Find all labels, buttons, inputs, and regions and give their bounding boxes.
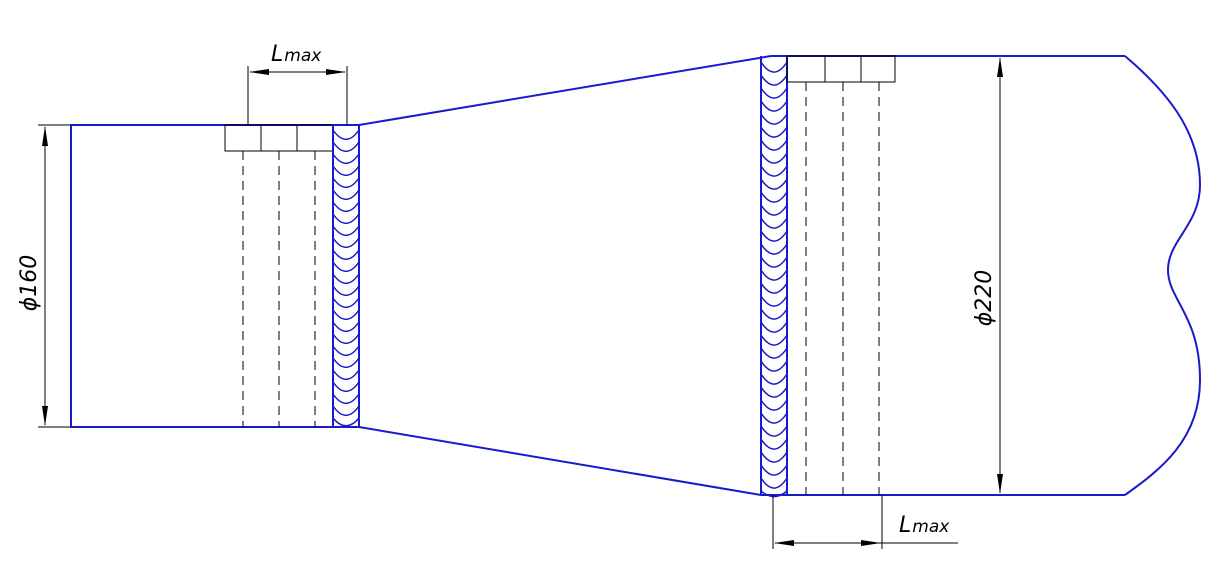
small-weld-scallop-13 xyxy=(332,273,360,285)
large-weld-scallop-34 xyxy=(760,490,788,498)
large-diameter-arrow-top xyxy=(997,57,1003,77)
cone-bottom-edge xyxy=(358,426,762,496)
length-right-label: Lmax xyxy=(899,513,950,538)
large-weld-scallop-23 xyxy=(760,347,788,359)
small-diameter-arrow-top xyxy=(42,126,48,146)
large-weld-scallop-31 xyxy=(760,451,788,463)
large-diameter-arrow-bottom xyxy=(997,474,1003,494)
dimension-small-diameter: ϕ160 xyxy=(17,124,71,428)
small-weld-scallop-1 xyxy=(332,129,360,141)
dimension-large-diameter: ϕ220 xyxy=(972,57,1003,494)
large-weld-scallop-30 xyxy=(760,438,788,450)
large-weld-scallop-27 xyxy=(760,399,788,411)
large-weld-scallop-32 xyxy=(760,464,788,476)
small-pipe-block-2 xyxy=(260,124,298,152)
small-weld-scallop-24 xyxy=(332,405,360,417)
large-weld-scallop-11 xyxy=(760,191,788,203)
large-pipe xyxy=(761,55,1201,496)
small-weld-scallop-23 xyxy=(332,393,360,405)
small-weld-scallop-6 xyxy=(332,189,360,201)
small-weld-scallop-16 xyxy=(332,309,360,321)
small-diameter-arrow-bottom xyxy=(42,406,48,426)
length-left-arrow-1 xyxy=(249,69,269,75)
large-pipe-block-3 xyxy=(860,55,896,83)
small-weld-scallop-2 xyxy=(332,141,360,153)
small-pipe xyxy=(70,124,360,428)
small-weld-scallop-15 xyxy=(332,297,360,309)
small-weld-scallop-10 xyxy=(332,237,360,249)
large-weld-scallop-21 xyxy=(760,321,788,333)
small-weld-scallop-4 xyxy=(332,165,360,177)
small-weld-scallop-20 xyxy=(332,357,360,369)
large-weld-scallop-2 xyxy=(760,74,788,86)
length-right-arrow-2 xyxy=(861,540,881,546)
large-weld-scallop-17 xyxy=(760,269,788,281)
large-weld-scallop-29 xyxy=(760,425,788,437)
large-weld-scallop-13 xyxy=(760,217,788,229)
small-weld-scallop-17 xyxy=(332,321,360,333)
large-weld-scallop-3 xyxy=(760,87,788,99)
large-weld-scallop-20 xyxy=(760,308,788,320)
small-weld-scallop-5 xyxy=(332,177,360,189)
small-weld-scallop-21 xyxy=(332,369,360,381)
large-pipe-block-2 xyxy=(824,55,862,83)
large-weld-scallop-18 xyxy=(760,282,788,294)
small-weld-scallop-19 xyxy=(332,345,360,357)
large-weld-scallop-8 xyxy=(760,152,788,164)
large-weld-scallop-25 xyxy=(760,373,788,385)
small-weld-scallop-11 xyxy=(332,249,360,261)
small-weld-scallop-25 xyxy=(332,417,360,427)
large-weld-scallop-7 xyxy=(760,139,788,151)
small-weld-scallop-7 xyxy=(332,201,360,213)
large-weld-scallop-14 xyxy=(760,230,788,242)
large-weld-scallop-28 xyxy=(760,412,788,424)
large-weld-scallop-1 xyxy=(760,61,788,73)
small-weld-scallop-14 xyxy=(332,285,360,297)
large-weld-scallop-24 xyxy=(760,360,788,372)
large-weld-scallop-5 xyxy=(760,113,788,125)
large-weld-scallop-26 xyxy=(760,386,788,398)
cone-transition xyxy=(333,55,772,496)
small-diameter-label: ϕ160 xyxy=(17,255,42,312)
large-pipe-break-line xyxy=(1124,55,1201,496)
small-pipe-block-3 xyxy=(296,124,334,152)
length-left-label: Lmax xyxy=(271,42,322,67)
large-weld-scallop-4 xyxy=(760,100,788,112)
large-weld-scallop-6 xyxy=(760,126,788,138)
small-weld-scallop-18 xyxy=(332,333,360,345)
small-weld-scallop-3 xyxy=(332,153,360,165)
cone-top-edge xyxy=(358,55,772,126)
large-weld-scallop-12 xyxy=(760,204,788,216)
small-weld-seam xyxy=(332,125,360,427)
dimension-length-left: Lmax xyxy=(247,42,348,125)
large-pipe-block-1 xyxy=(786,55,826,83)
large-weld-seam xyxy=(760,56,788,498)
small-weld-scallop-9 xyxy=(332,225,360,237)
large-weld-scallop-19 xyxy=(760,295,788,307)
small-weld-scallop-22 xyxy=(332,381,360,393)
large-weld-scallop-10 xyxy=(760,178,788,190)
large-weld-scallop-15 xyxy=(760,243,788,255)
large-weld-scallop-22 xyxy=(760,334,788,346)
large-weld-scallop-16 xyxy=(760,256,788,268)
small-weld-scallop-12 xyxy=(332,261,360,273)
large-weld-scallop-9 xyxy=(760,165,788,177)
small-pipe-outline xyxy=(70,124,360,428)
large-weld-scallop-33 xyxy=(760,477,788,489)
length-left-arrow-2 xyxy=(326,69,346,75)
large-diameter-label: ϕ220 xyxy=(972,270,997,327)
length-right-arrow-1 xyxy=(774,540,794,546)
small-weld-scallop-8 xyxy=(332,213,360,225)
dimension-length-right: Lmax xyxy=(772,495,958,549)
small-pipe-block-1 xyxy=(224,124,262,152)
